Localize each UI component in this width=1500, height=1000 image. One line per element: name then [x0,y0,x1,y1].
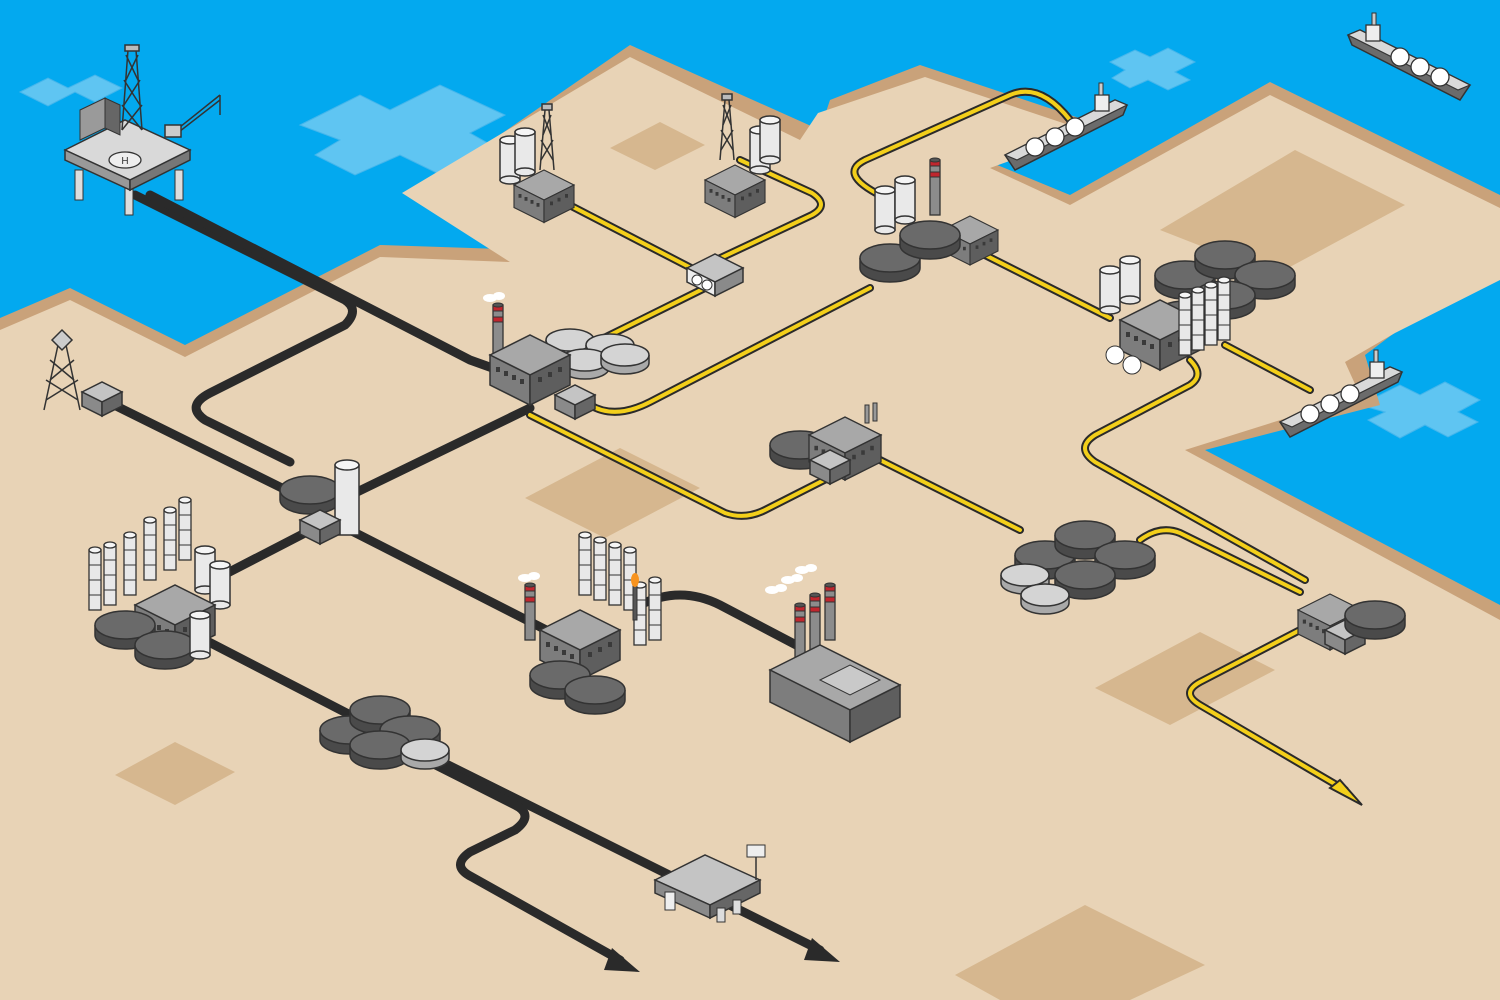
gas-compressor-plant-icon [769,402,882,485]
crane-icon [164,94,221,138]
storage-tank-farm-icon [279,459,360,545]
flow-arrow-icon [604,938,840,972]
gas-well-icon [704,93,781,219]
helipad-icon [108,151,142,169]
compressor-station-icon [685,253,745,298]
flow-arrow-icon [1328,778,1363,806]
lng-terminal-icon [1099,240,1296,375]
petrochemical-plant-icon [518,531,662,715]
flare-icon [631,573,639,621]
gas-well-icon [499,103,575,224]
oil-derrick-icon [121,44,143,131]
shallow-water-shapes [18,47,1482,439]
power-plant-icon [765,564,902,744]
natural-gas-pipelines [526,87,1363,806]
offshore-rig-icon: H [63,44,221,216]
helipad-label: H [121,156,128,167]
gas-station-icon [653,844,766,923]
onshore-oil-derrick-icon [43,328,81,411]
